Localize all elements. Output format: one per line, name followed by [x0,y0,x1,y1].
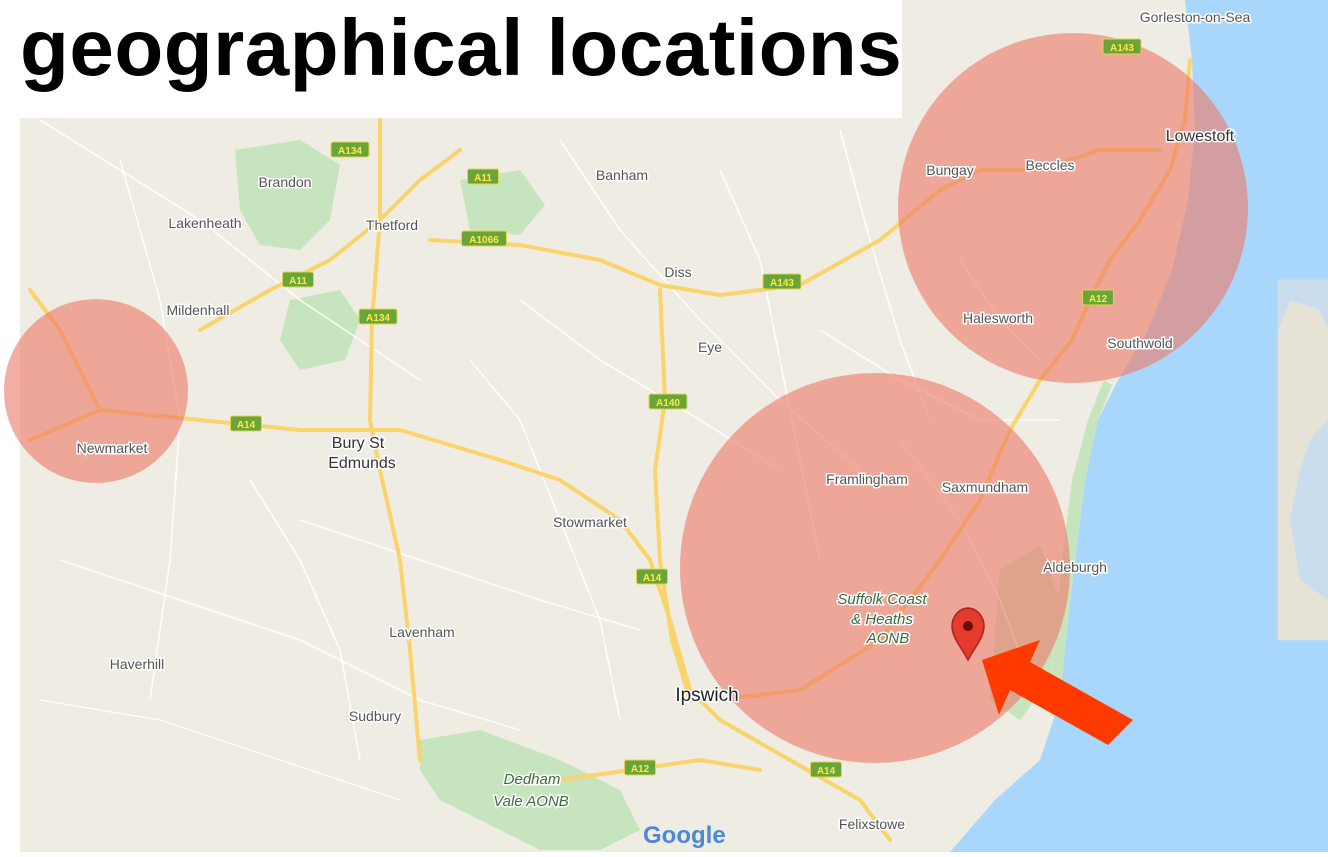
place-label-suffolk-coast: Suffolk Coast [837,591,927,608]
red-arrow-icon [982,640,1133,745]
place-label-vale-aonb: Vale AONB [493,793,569,810]
road-shield-a143: A143 [762,273,802,290]
road-shields: A143A134A11A1066A11A134A143A12A140A14A14… [230,38,1142,778]
place-label-ipswich: Ipswich [675,685,738,706]
road-shield-label: A1066 [469,235,499,246]
page-title: geographical locations [0,0,902,118]
place-label-thetford: Thetford [366,217,418,233]
place-label-aldeburgh: Aldeburgh [1043,559,1107,575]
place-label-aonb: AONB [866,630,910,647]
road-shield-label: A14 [643,573,662,584]
place-label-felixstowe: Felixstowe [839,816,905,832]
place-label-newmarket: Newmarket [77,440,148,456]
road-shield-a143: A143 [1102,38,1142,55]
road-shield-label: A12 [1089,294,1108,305]
place-label-lowestoft: Lowestoft [1166,128,1235,145]
road-shield-a14: A14 [810,761,842,778]
road-shield-a11: A11 [467,168,499,185]
place-label-bury-st: Bury St [332,435,385,452]
road-shield-label: A140 [656,398,680,409]
road-shield-label: A11 [289,276,307,287]
road-shield-a14: A14 [636,568,668,585]
road-shield-label: A14 [237,420,256,431]
road-shield-label: A11 [474,173,492,184]
place-label-bungay: Bungay [926,162,973,178]
place-label-stowmarket: Stowmarket [553,514,627,530]
road-shield-a12: A12 [624,759,656,776]
road-shield-a14: A14 [230,415,262,432]
place-label-diss: Diss [664,264,691,280]
place-label-framlingham: Framlingham [826,471,908,487]
place-label-brandon: Brandon [259,174,312,190]
place-label-edmunds: Edmunds [328,455,396,472]
place-label-sudbury: Sudbury [349,708,401,724]
place-label-lakenheath: Lakenheath [168,215,241,231]
place-label-beccles: Beccles [1025,157,1074,173]
road-shield-label: A134 [366,313,390,324]
road-shield-a134: A134 [330,141,370,158]
road-shield-a140: A140 [648,393,688,410]
road-shield-label: A143 [770,278,794,289]
place-label-heaths: & Heaths [851,611,913,628]
road-shield-label: A12 [631,764,650,775]
page-title-text: geographical locations [20,3,903,92]
place-label-southwold: Southwold [1107,335,1172,351]
highlight-circle-coast [680,373,1070,763]
road-shield-label: A134 [338,146,362,157]
place-label-lavenham: Lavenham [389,624,454,640]
highlight-circles [4,33,1248,763]
place-label-mildenhall: Mildenhall [166,302,229,318]
road-shield-label: A143 [1110,43,1134,54]
google-attribution: Google [643,822,726,849]
road-shield-a134: A134 [358,308,398,325]
road-shield-a11: A11 [282,271,314,288]
road-shield-a1066: A1066 [461,230,507,247]
place-label-saxmundham: Saxmundham [942,479,1028,495]
highlight-circle-newmarket [4,299,188,483]
place-label-gorleston-on-sea: Gorleston-on-Sea [1140,9,1251,25]
highlight-circle-northeast [898,33,1248,383]
place-label-haverhill: Haverhill [110,656,164,672]
place-label-dedham: Dedham [504,771,561,788]
map-pin-icon[interactable] [951,607,985,662]
road-shield-a12: A12 [1082,289,1114,306]
place-label-banham: Banham [596,167,648,183]
place-label-halesworth: Halesworth [963,310,1033,326]
map-inset [1277,279,1328,641]
place-label-eye: Eye [698,339,722,355]
road-shield-label: A14 [817,766,836,777]
